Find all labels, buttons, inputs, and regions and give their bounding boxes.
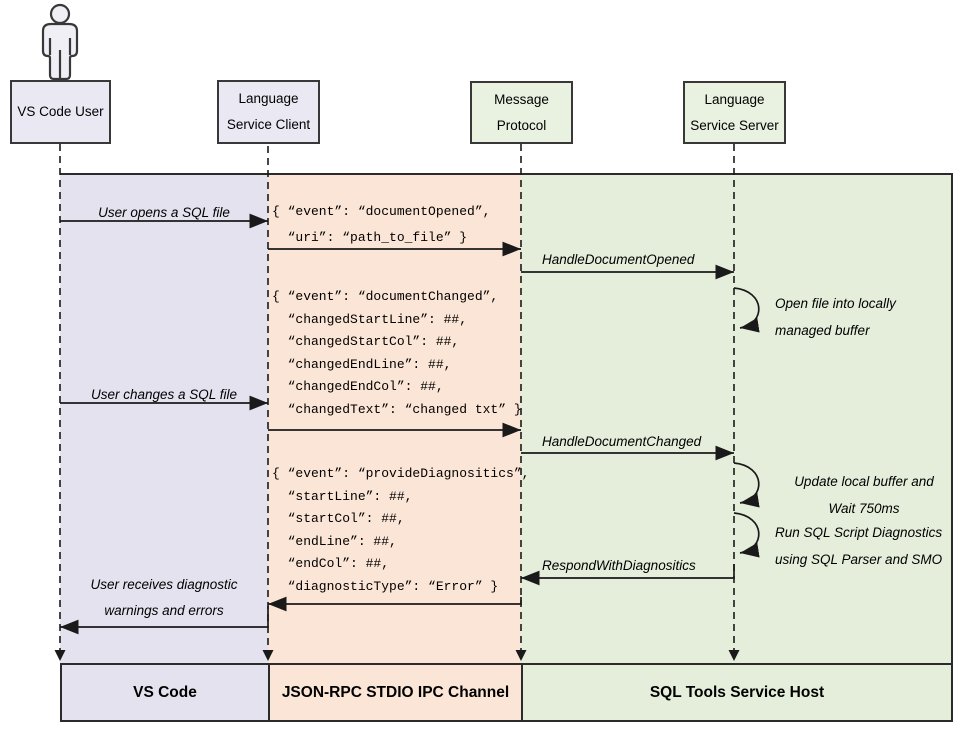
- payload-line: { “event”: “documentOpened”,: [272, 204, 491, 219]
- payload-provide-diagnostics: { “event”: “provideDiagnositics”, “start…: [272, 463, 529, 598]
- message-arrows: [60, 213, 735, 635]
- lane-ipc-channel: [268, 175, 521, 663]
- actor-label: Language Service Client: [226, 91, 311, 132]
- actor-label: VS Code User: [17, 104, 104, 119]
- lane-vscode: [60, 175, 268, 663]
- lane-band: [60, 173, 953, 663]
- payload-line: { “event”: “documentChanged”,: [272, 289, 499, 304]
- message-label-line: warnings and errors: [104, 602, 224, 618]
- payload-document-opened: { “event”: “documentOpened”, “uri”: “pat…: [272, 199, 490, 251]
- payload-line: “changedStartCol”: ##,: [272, 334, 460, 349]
- note-line: managed buffer: [775, 322, 870, 338]
- payload-line: “endLine”: ##,: [272, 533, 397, 549]
- note-line: Open file into locally: [775, 296, 896, 311]
- note-line: using SQL Parser and SMO: [775, 551, 943, 567]
- note-line: Run SQL Script Diagnostics: [775, 525, 943, 540]
- footer-row: VS Code JSON-RPC STDIO IPC Channel SQL T…: [60, 663, 953, 722]
- note-line: Update local buffer and: [794, 474, 934, 489]
- actor-box-language-service-client: Language Service Client: [217, 80, 320, 144]
- footer-label: VS Code: [133, 683, 197, 701]
- actor-label: Language Service Server: [690, 91, 779, 133]
- footer-vs-code: VS Code: [62, 665, 268, 720]
- message-label-handle-document-changed: HandleDocumentChanged: [542, 434, 702, 449]
- message-label-user-opens: User opens a SQL file: [98, 205, 230, 220]
- message-label-handle-document-opened: HandleDocumentOpened: [542, 252, 695, 267]
- payload-line: “endCol”: ##,: [272, 556, 390, 571]
- payload-document-changed: { “event”: “documentChanged”, “changedSt…: [272, 286, 522, 421]
- payload-line: “changedEndCol”: ##,: [272, 379, 444, 394]
- footer-label: JSON-RPC STDIO IPC Channel: [281, 683, 510, 701]
- user-actor-icon: [41, 3, 79, 81]
- message-label-user-receives: User receives diagnostic warnings and er…: [60, 572, 268, 623]
- note-line: Wait 750ms: [828, 500, 900, 516]
- message-label-respond-with-diagnostics: RespondWithDiagnositics: [542, 558, 696, 573]
- lifelines: [59, 144, 735, 650]
- footer-sql-tools-service-host: SQL Tools Service Host: [521, 665, 951, 720]
- lifeline-end-arrows: [54, 650, 740, 661]
- lane-service-host: [521, 175, 951, 663]
- payload-line: “changedText”: “changed txt” }: [272, 401, 522, 417]
- message-label-line: User receives diagnostic: [90, 577, 238, 592]
- payload-line: “diagnosticType”: “Error” }: [272, 578, 499, 594]
- footer-label: SQL Tools Service Host: [649, 683, 825, 701]
- payload-line: “changedEndLine”: ##,: [272, 356, 452, 372]
- note-open-file-buffer: Open file into locally managed buffer: [775, 291, 962, 344]
- note-run-diagnostics: Run SQL Script Diagnostics using SQL Par…: [775, 520, 962, 573]
- actor-box-vscode-user: VS Code User: [10, 80, 111, 144]
- payload-line: “uri”: “path_to_file” }: [272, 230, 468, 245]
- actor-box-message-protocol: Message Protocol: [470, 81, 573, 144]
- footer-json-rpc-channel: JSON-RPC STDIO IPC Channel: [268, 665, 521, 720]
- payload-line: { “event”: “provideDiagnositics”,: [272, 466, 530, 481]
- self-loop-arrows: [733, 287, 760, 558]
- payload-line: “startCol”: ##,: [272, 511, 405, 526]
- message-label-user-changes: User changes a SQL file: [90, 387, 238, 402]
- payload-line: “startLine”: ##,: [272, 488, 413, 504]
- actor-box-language-service-server: Language Service Server: [683, 81, 786, 144]
- note-update-buffer-wait: Update local buffer and Wait 750ms: [775, 469, 953, 522]
- payload-line: “changedStartLine”: ##,: [272, 311, 468, 327]
- actor-label: Message Protocol: [494, 91, 549, 133]
